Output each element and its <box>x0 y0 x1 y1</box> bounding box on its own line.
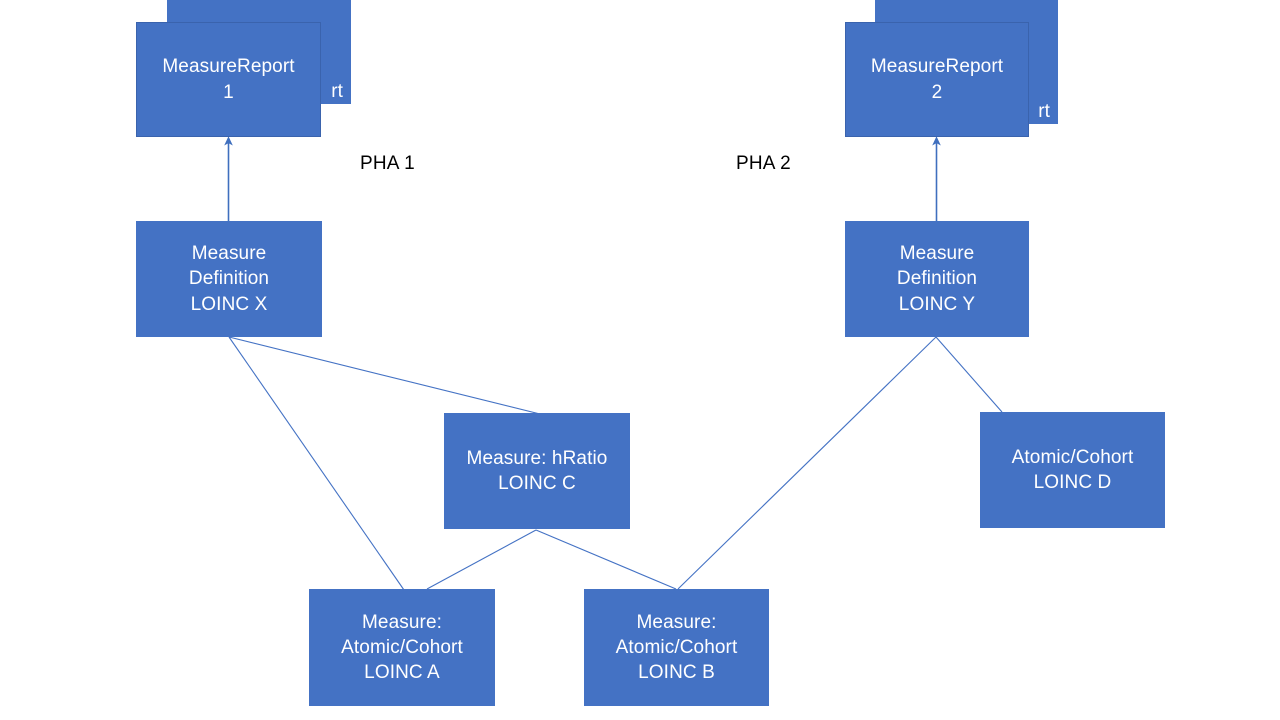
connector-defy-to-atomicb <box>677 336 937 590</box>
connector-hratio-to-atomica <box>426 529 537 590</box>
measure-definition-loinc-x-node[interactable]: Measure Definition LOINC X <box>136 221 322 337</box>
connector-defx-to-atomica <box>228 336 405 591</box>
measure-atomic-cohort-loinc-a-node[interactable]: Measure: Atomic/Cohort LOINC A <box>309 589 495 706</box>
measure-report-2-node[interactable]: MeasureReport 2 <box>845 22 1029 137</box>
measure-definition-loinc-y-node[interactable]: Measure Definition LOINC Y <box>845 221 1029 337</box>
pha-1-label: PHA 1 <box>360 153 415 174</box>
atomic-cohort-loinc-d-node[interactable]: Atomic/Cohort LOINC D <box>980 412 1165 528</box>
measure-hratio-loinc-c-node[interactable]: Measure: hRatio LOINC C <box>444 413 630 529</box>
connector-defx-to-hratio <box>228 336 541 415</box>
measure-report-1-node[interactable]: MeasureReport 1 <box>136 22 321 137</box>
connector-hratio-to-atomicb <box>535 529 677 590</box>
connector-defy-to-atomicd <box>935 336 1003 413</box>
pha-2-label: PHA 2 <box>736 153 791 174</box>
measure-atomic-cohort-loinc-b-node[interactable]: Measure: Atomic/Cohort LOINC B <box>584 589 769 706</box>
